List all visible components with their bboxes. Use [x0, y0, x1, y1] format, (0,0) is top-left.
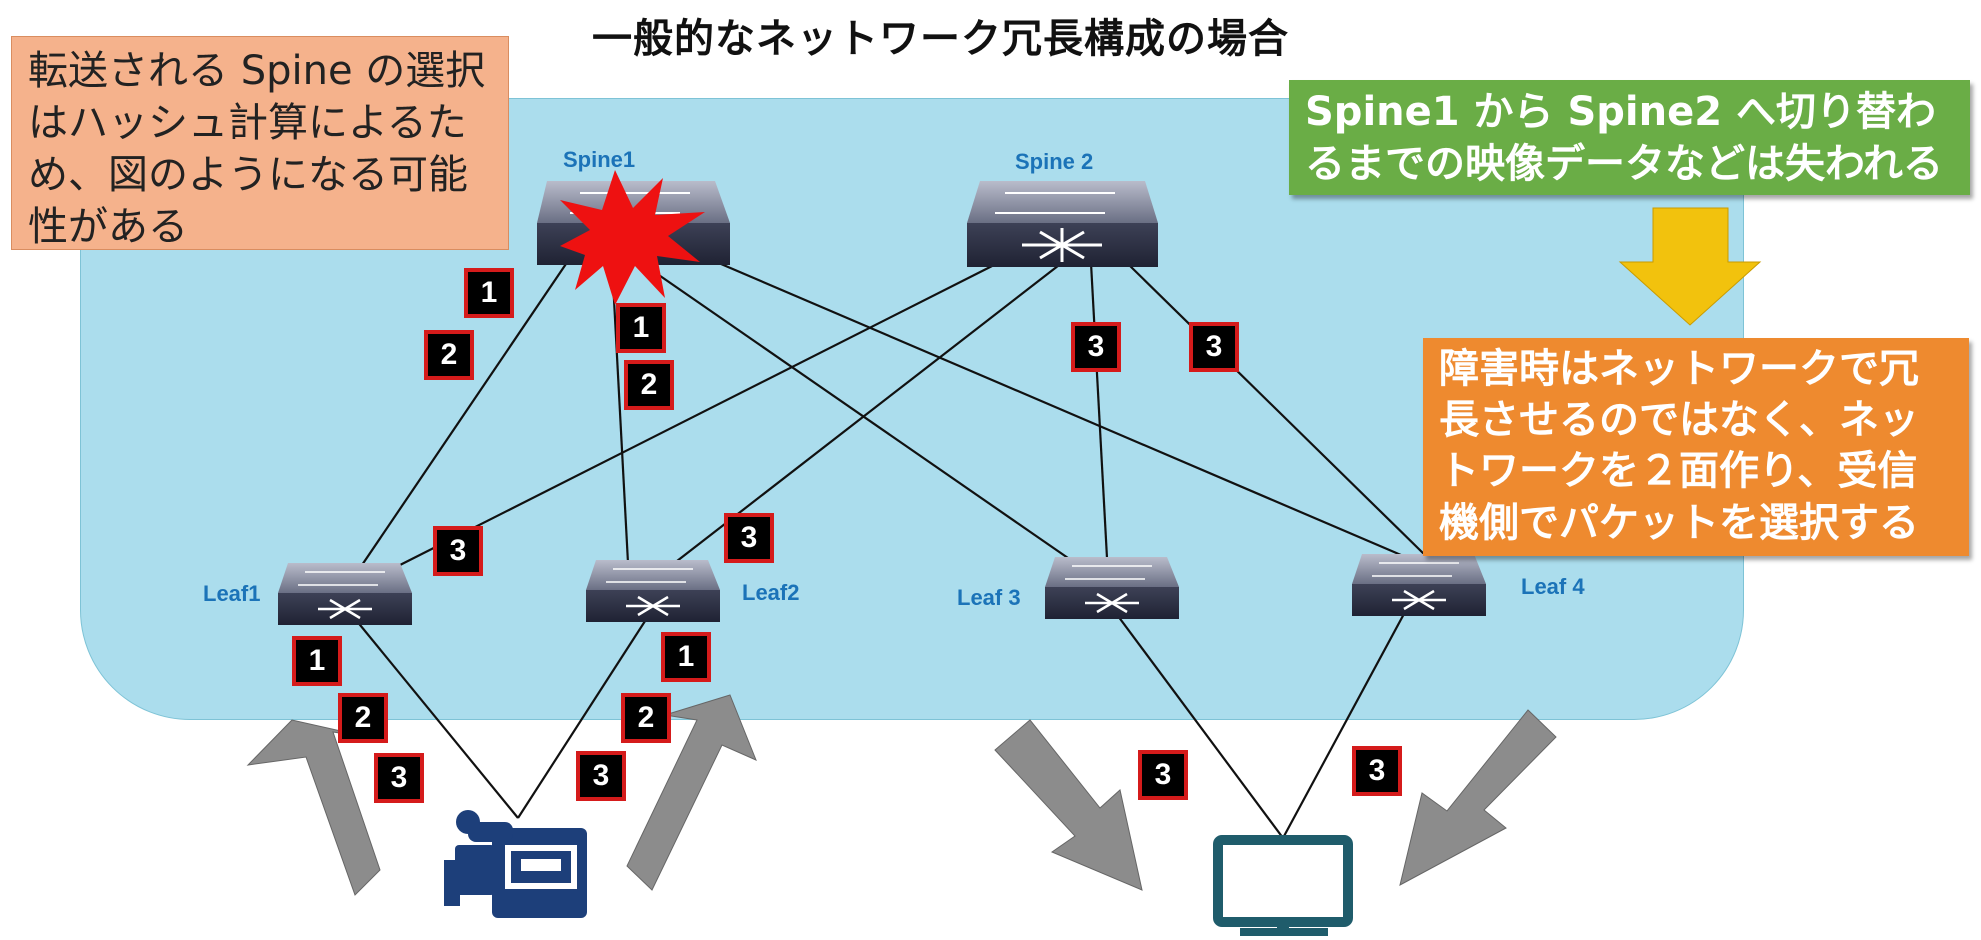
path-badge: 1: [464, 268, 514, 318]
network-links: [355, 253, 1428, 839]
path-badge: 2: [621, 693, 671, 743]
traffic-arrows: [246, 694, 1557, 896]
path-badge: 2: [338, 693, 388, 743]
leaf4-switch: [1352, 554, 1486, 616]
path-badge: 1: [661, 632, 711, 682]
path-badge: 1: [616, 303, 666, 353]
page-title: 一般的なネットワーク冗長構成の場合: [592, 16, 1289, 62]
path-badge: 1: [292, 636, 342, 686]
leaf2-label: Leaf2: [742, 580, 800, 605]
path-badge: 3: [374, 753, 424, 803]
arrow-icon: [1618, 207, 1762, 326]
leaf4-label: Leaf 4: [1521, 574, 1585, 599]
spine2-switch: [967, 181, 1158, 267]
camera-icon: [444, 810, 587, 918]
path-badge: 3: [433, 526, 483, 576]
path-badge: 3: [576, 751, 626, 801]
leaf1-switch: [278, 563, 412, 625]
leaf3-switch: [1045, 557, 1179, 619]
spine1-label: Spine1: [563, 147, 636, 172]
path-badge: 3: [1352, 746, 1402, 796]
path-badge: 3: [724, 513, 774, 563]
spine2-label: Spine 2: [1015, 149, 1094, 174]
note-dual-network: 障害時はネットワークで冗長させるのではなく、ネットワークを２面作り、受信機側でパ…: [1423, 338, 1969, 556]
leaf3-label: Leaf 3: [957, 585, 1021, 610]
path-badge: 3: [1071, 322, 1121, 372]
path-badge: 2: [424, 330, 474, 380]
switch-icon: [1022, 228, 1102, 262]
monitor-icon: [1213, 835, 1353, 936]
path-badge: 2: [624, 360, 674, 410]
path-badge: 3: [1138, 750, 1188, 800]
leaf1-label: Leaf1: [203, 581, 261, 606]
leaf2-switch: [586, 560, 720, 622]
note-data-loss: Spine1 から Spine2 へ切り替わるまでの映像データなどは失われる: [1289, 80, 1970, 195]
explosion-icon: [560, 170, 705, 305]
path-badge: 3: [1189, 322, 1239, 372]
note-hash-selection: 転送される Spine の選択はハッシュ計算によるため、図のようになる可能性があ…: [11, 36, 509, 250]
